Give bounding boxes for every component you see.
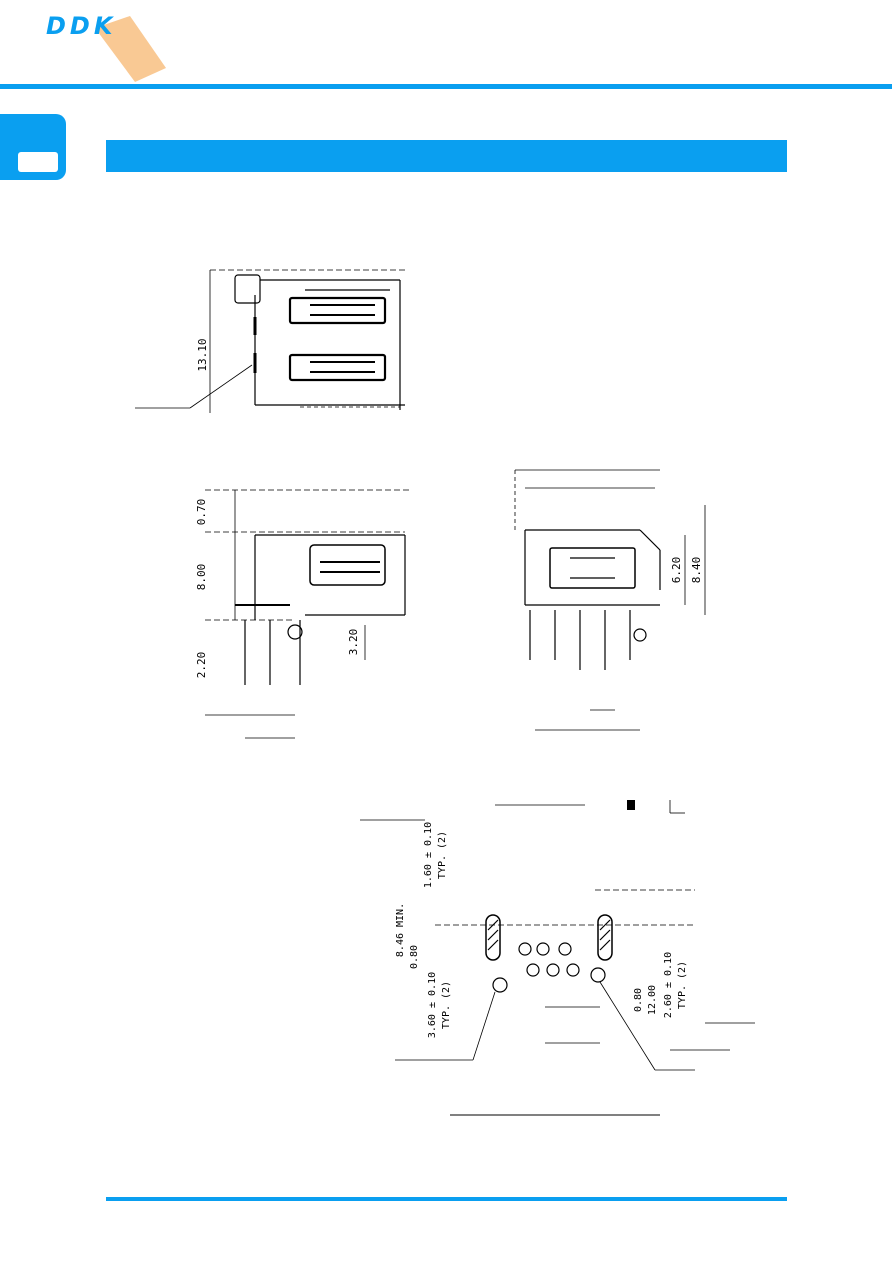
pcb-layout-drawing: 1.60 ± 0.10 TYP. (2) 8.46 MIN. 0.80 3.60… xyxy=(360,800,755,1116)
pcb-dim-pad-typ: TYP. (2) xyxy=(437,831,448,879)
pcb-dim-slot-typ: TYP. (2) xyxy=(677,961,688,1009)
side-dim-c: 2.20 xyxy=(195,652,208,679)
side-dim-a: 0.70 xyxy=(195,499,208,526)
pcb-dim-pitch: 0.80 xyxy=(633,988,644,1012)
logo-text: DDK xyxy=(46,12,116,40)
pcb-dim-hole: 3.60 ± 0.10 xyxy=(427,972,438,1038)
pcb-dim-small: 0.80 xyxy=(409,945,420,969)
pcb-dim-hole-typ: TYP. (2) xyxy=(441,981,452,1029)
pcb-dim-slot: 2.60 ± 0.10 xyxy=(663,952,674,1018)
footer-rule xyxy=(106,1197,787,1201)
pcb-dim-min: 8.46 MIN. xyxy=(395,903,406,957)
pcb-dim-span: 12.00 xyxy=(647,985,658,1015)
ddk-logo: DDK xyxy=(46,12,166,82)
logo-orange-swoosh xyxy=(95,16,166,82)
top-view-drawing: 13.10 xyxy=(135,269,405,413)
pcb-dim-pad: 1.60 ± 0.10 xyxy=(423,822,434,888)
side-dim-b: 8.00 xyxy=(195,564,208,591)
side-view-drawing: 0.70 8.00 2.20 3.20 xyxy=(195,489,410,739)
top-dim-height: 13.10 xyxy=(196,338,209,371)
front-dim-a: 6.20 xyxy=(670,557,683,584)
front-view-drawing: 6.20 8.40 xyxy=(514,469,706,731)
header-rule xyxy=(0,84,892,89)
chapter-tab-label-box xyxy=(18,152,58,172)
section-title-bar xyxy=(106,140,787,172)
front-dim-b: 8.40 xyxy=(690,557,703,584)
side-dim-d: 3.20 xyxy=(347,629,360,656)
